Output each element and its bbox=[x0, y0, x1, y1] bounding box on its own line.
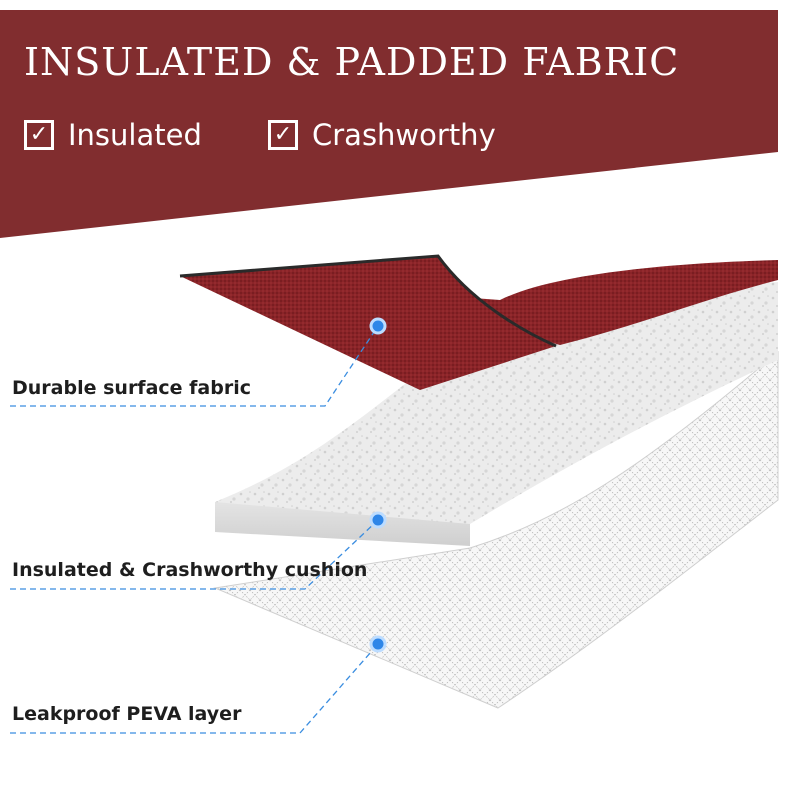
callout-dot-fabric bbox=[369, 317, 387, 335]
fabric-surface bbox=[180, 256, 556, 390]
callout-label-peva: Leakproof PEVA layer bbox=[12, 703, 242, 725]
callout-line-cushion bbox=[10, 519, 379, 590]
banner-title: INSULATED & PADDED FABRIC bbox=[24, 40, 680, 84]
callout-line-peva bbox=[10, 643, 379, 734]
cushion-layer bbox=[215, 282, 778, 530]
checkbox-icon: ✓ bbox=[268, 120, 298, 150]
feature-insulated: ✓ Insulated bbox=[24, 118, 202, 152]
callout-label-fabric: Durable surface fabric bbox=[12, 377, 251, 399]
callout-line-fabric bbox=[10, 325, 379, 407]
feature-label-crashworthy: Crashworthy bbox=[312, 118, 496, 152]
feature-crashworthy: ✓ Crashworthy bbox=[268, 118, 496, 152]
callout-dot-peva bbox=[369, 635, 387, 653]
checkbox-icon: ✓ bbox=[24, 120, 54, 150]
callout-lines bbox=[10, 325, 379, 734]
feature-label-insulated: Insulated bbox=[68, 118, 202, 152]
cushion-edge bbox=[215, 502, 470, 546]
callout-dots bbox=[369, 317, 387, 653]
header-banner bbox=[0, 10, 778, 238]
fabric-edge bbox=[179, 254, 557, 348]
callout-label-cushion: Insulated & Crashworthy cushion bbox=[12, 559, 368, 581]
callout-dot-cushion bbox=[369, 511, 387, 529]
